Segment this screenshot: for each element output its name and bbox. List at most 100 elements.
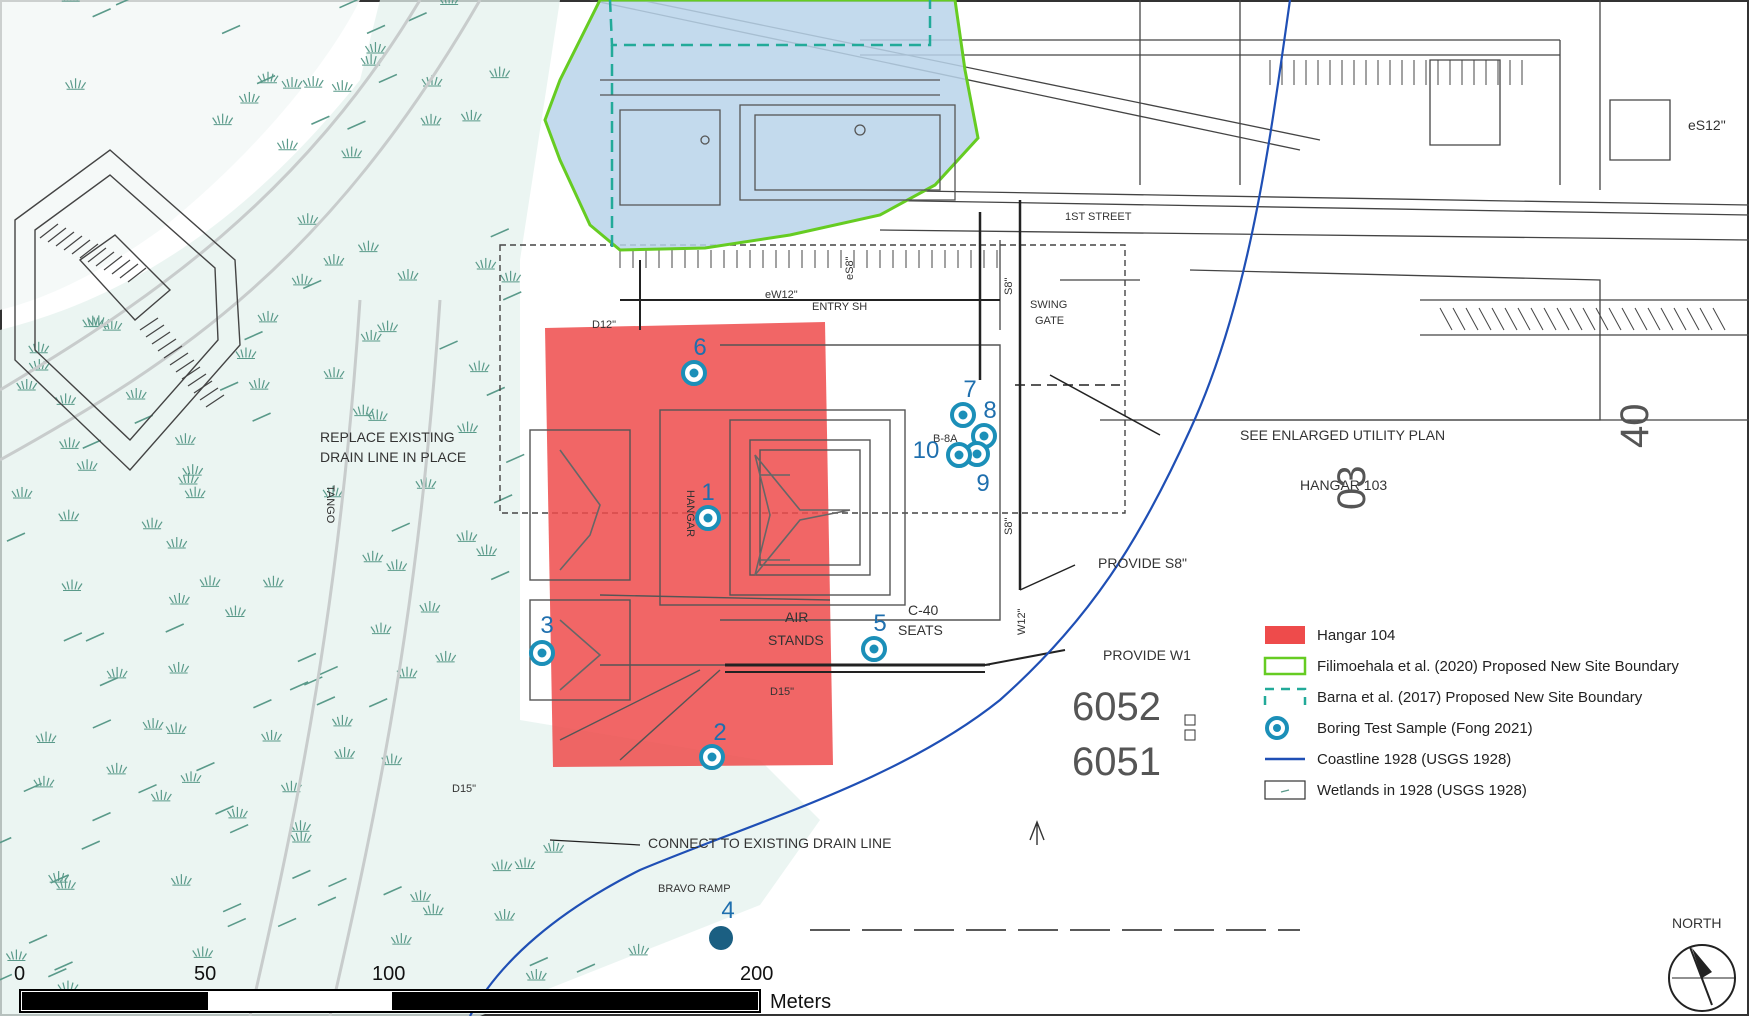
boring-marker-core <box>979 431 989 441</box>
wetland-symbol <box>35 731 57 744</box>
wetland-symbol <box>323 254 345 266</box>
utility-lines <box>549 200 1300 931</box>
boring-label: 3 <box>540 612 553 639</box>
legend-swatch <box>1263 656 1307 676</box>
boring-sample-1[interactable]: 1 <box>695 479 721 531</box>
wetland-symbol <box>182 464 204 476</box>
hangar-103-label: HANGAR 103 <box>1300 477 1387 493</box>
wetland-symbol <box>48 871 70 883</box>
legend-item-coastline: Coastline 1928 (USGS 1928) <box>1265 751 1511 768</box>
wetland-symbol <box>476 544 498 557</box>
boring-sample-2[interactable]: 2 <box>699 719 727 770</box>
wetland-symbol <box>244 330 263 341</box>
wetland-symbol <box>212 113 234 126</box>
wetland-symbol <box>85 632 105 642</box>
provide-s8-label: PROVIDE S8" <box>1098 555 1187 571</box>
b8a-label: B-8A <box>933 433 958 445</box>
wetland-symbol <box>150 789 172 802</box>
wetland-symbol <box>319 665 339 676</box>
wetland-symbol <box>377 320 399 333</box>
wetland-symbol <box>166 537 188 549</box>
wetland-symbol <box>468 360 490 373</box>
filimoehala-site-boundary <box>543 0 980 252</box>
boring-label: 6 <box>693 334 706 361</box>
building-40-label: 40 <box>1613 404 1657 449</box>
wetland-symbol <box>390 933 412 945</box>
provide-w1-label: PROVIDE W1 <box>1103 647 1191 663</box>
wetland-symbol <box>165 623 185 633</box>
building-6051-label: 6051 <box>1072 740 1161 784</box>
wetland-symbol <box>196 761 215 772</box>
wetland-symbol <box>331 714 353 727</box>
wetland-symbol <box>184 486 206 499</box>
hangar-104-footprint <box>545 322 833 767</box>
wetland-symbol <box>61 0 80 2</box>
boring-marker-core <box>972 449 982 459</box>
wetland-symbol <box>410 890 432 902</box>
wetland-symbol <box>168 661 190 674</box>
replace-drain-label-2: DRAIN LINE IN PLACE <box>320 449 466 465</box>
wetland-symbol <box>529 956 549 967</box>
boring-sample-7[interactable]: 7 <box>950 376 977 428</box>
wetland-symbol <box>99 676 119 687</box>
wetland-symbol <box>378 73 398 84</box>
wetland-symbol <box>360 329 382 342</box>
wetland-symbol <box>229 823 249 834</box>
wetland-symbol <box>0 836 12 844</box>
site-structures <box>600 79 956 206</box>
wetland-symbol <box>386 559 408 571</box>
wetland-symbol <box>180 771 202 783</box>
scale-seg-1 <box>22 992 208 1010</box>
wetland-symbol <box>227 917 247 928</box>
boring-sample-3[interactable]: 3 <box>529 612 555 666</box>
wetland-symbol <box>106 666 128 679</box>
wetland-symbol <box>63 632 83 642</box>
boring-sample-10[interactable]: 10 <box>913 437 972 468</box>
wetland-symbol <box>397 269 419 281</box>
parking-lot <box>14 149 241 472</box>
wetland-symbol <box>106 762 128 775</box>
wetland-symbol <box>408 11 427 22</box>
aircraft-icons <box>559 449 851 691</box>
boring-sample-5[interactable]: 5 <box>861 610 887 662</box>
barna-site-boundary <box>608 0 932 47</box>
boring-sample-9[interactable]: 9 <box>964 441 990 497</box>
wetland-symbol <box>125 388 147 400</box>
wetland-symbol <box>420 113 442 126</box>
legend-swatch <box>1264 780 1306 800</box>
wetland-symbol <box>6 532 26 542</box>
wetland-symbol <box>357 240 379 253</box>
s8b-label: S8" <box>1003 518 1015 535</box>
wetland-symbol <box>311 115 330 126</box>
wetland-symbol <box>226 806 248 819</box>
wetland-symbol <box>493 494 513 504</box>
legend-label: Coastline 1928 (USGS 1928) <box>1317 751 1511 768</box>
wetland-symbol <box>435 650 457 663</box>
upper-streets <box>589 0 1749 421</box>
boring-label: 4 <box>721 897 734 924</box>
legend-item-barna: Barna et al. (2017) Proposed New Site Bo… <box>1263 687 1643 706</box>
air-stands-label-1: AIR <box>785 609 808 625</box>
legend-swatch <box>1263 687 1307 705</box>
boring-sample-4[interactable]: 4 <box>709 897 735 950</box>
wetland-symbol <box>291 273 313 286</box>
d15b-label: D15" <box>452 783 476 795</box>
plan-labels: REPLACE EXISTING DRAIN LINE IN PLACE SEE… <box>320 117 1726 931</box>
small-arrow-marker <box>1029 820 1045 845</box>
es8-label: eS8" <box>844 256 856 280</box>
small-box-marker <box>1184 729 1196 741</box>
wetland-symbol <box>292 869 311 880</box>
wetland-symbol <box>92 8 111 18</box>
wetland-symbol <box>257 71 279 84</box>
wetland-symbol <box>219 381 239 392</box>
boring-label: 1 <box>701 479 714 506</box>
wetland-symbol <box>50 874 70 884</box>
legend-label: Hangar 104 <box>1317 627 1395 644</box>
boring-marker-core <box>869 644 879 654</box>
boring-sample-6[interactable]: 6 <box>681 334 707 386</box>
wetland-symbol <box>440 0 459 5</box>
wetland-symbol <box>61 579 83 592</box>
bravo-ramp-label: BRAVO RAMP <box>658 883 731 895</box>
building-03-label: 03 <box>1330 466 1374 511</box>
